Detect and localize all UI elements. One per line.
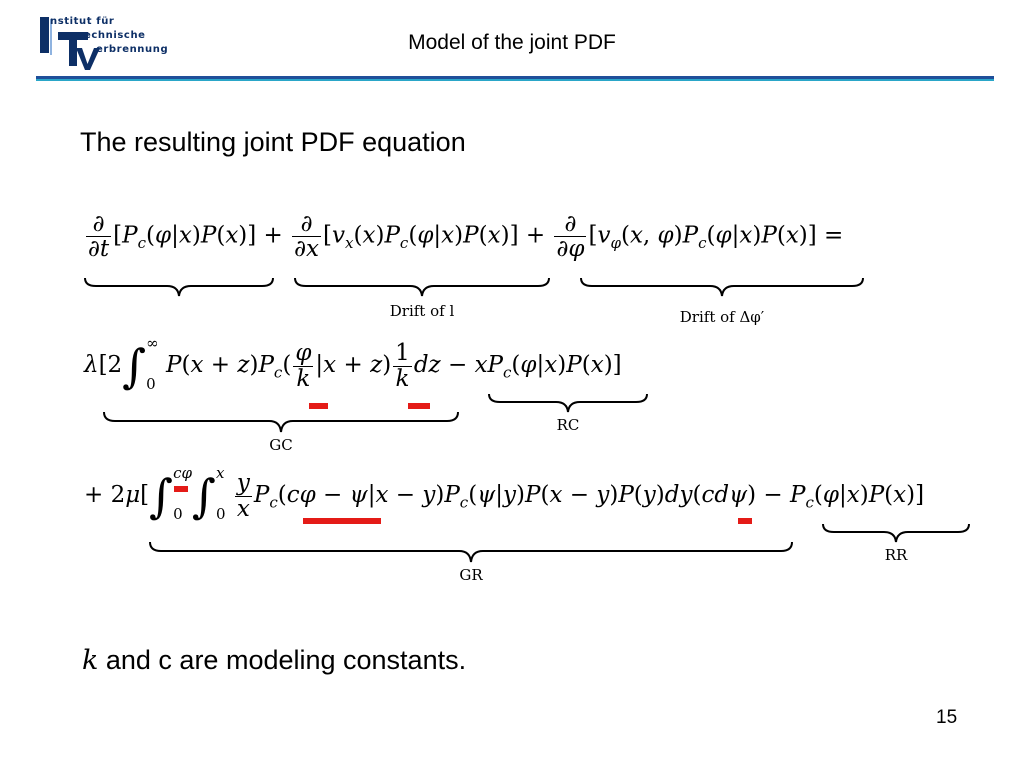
equation-line-1: ∂∂t[Pc(φ|x)P(x)] + ∂∂x[vx(x)Pc(φ|x)P(x)]… bbox=[86, 211, 844, 263]
underbrace-rc bbox=[488, 393, 648, 413]
label-rc: RC bbox=[556, 416, 580, 434]
underbrace-unsteady bbox=[84, 277, 274, 297]
footnote-text: and c are modeling constants. bbox=[98, 645, 467, 675]
highlight-c-phi-minus-psi bbox=[303, 518, 381, 524]
logo-line-1: nstitut für bbox=[50, 16, 115, 27]
highlight-k-1 bbox=[309, 403, 328, 409]
page-number: 15 bbox=[936, 707, 958, 728]
underbrace-gc bbox=[103, 411, 459, 433]
highlight-k-2 bbox=[408, 403, 430, 409]
section-heading: The resulting joint PDF equation bbox=[80, 127, 466, 157]
underbrace-drift-phi bbox=[580, 277, 864, 297]
logo-line-2: echnische bbox=[84, 30, 146, 41]
label-drift-phi: Drift of Δφ′ bbox=[679, 308, 765, 326]
underbrace-drift-l bbox=[294, 277, 550, 297]
highlight-c-dpsi bbox=[738, 518, 752, 524]
header-rule bbox=[36, 76, 994, 81]
label-gr: GR bbox=[459, 566, 483, 584]
highlight-c-upper-limit bbox=[174, 486, 188, 492]
itv-logo-icon bbox=[40, 17, 100, 70]
footnote-symbol-k: k bbox=[82, 645, 99, 676]
footnote: k and c are modeling constants. bbox=[82, 645, 466, 676]
logo-line-3: erbrennung bbox=[96, 44, 169, 55]
underbrace-gr bbox=[149, 541, 793, 563]
underbrace-rr bbox=[822, 523, 970, 543]
label-rr: RR bbox=[884, 546, 908, 564]
slide-title: Model of the joint PDF bbox=[408, 31, 616, 54]
label-drift-l: Drift of l bbox=[389, 302, 455, 320]
label-gc: GC bbox=[269, 436, 293, 454]
itv-logo: nstitut für echnische erbrennung bbox=[38, 14, 188, 74]
